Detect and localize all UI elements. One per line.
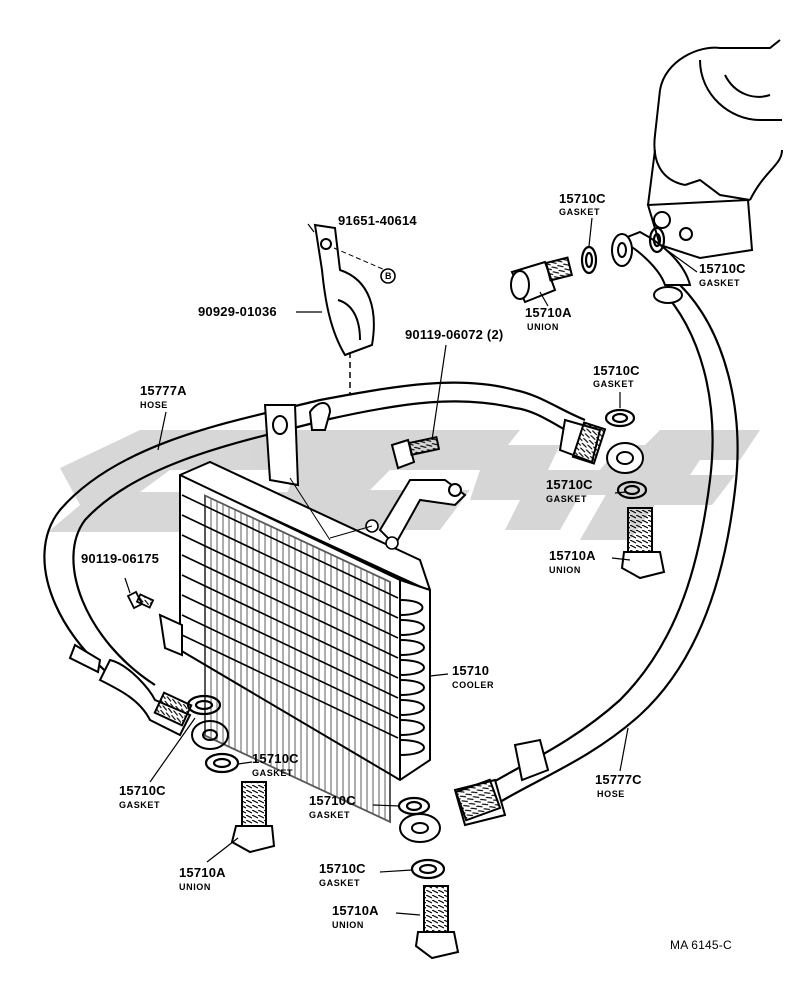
label-15777a: 15777A xyxy=(140,383,187,398)
bolt-90119-06072 xyxy=(390,436,441,470)
cooler-bracket xyxy=(263,402,467,547)
union-top xyxy=(510,256,574,304)
label-gasket-left1-sub: GASKET xyxy=(119,800,161,810)
hose-clip xyxy=(313,223,375,357)
label-gasket-right1: 15710C xyxy=(593,363,640,378)
label-gasket-left2-sub: GASKET xyxy=(252,768,294,778)
label-90119-06175: 90119-06175 xyxy=(81,551,160,566)
label-union-top: 15710A xyxy=(525,305,572,320)
engine-block xyxy=(646,39,783,260)
label-15777c: 15777C xyxy=(595,772,642,787)
label-gasket-right1-sub: GASKET xyxy=(593,379,635,389)
label-15777a-sub: HOSE xyxy=(140,400,168,410)
label-union-bot: 15710A xyxy=(332,903,379,918)
label-union-right: 15710A xyxy=(549,548,596,563)
diagram-code: MA 6145-C xyxy=(670,938,732,952)
oil-cooler-body xyxy=(158,460,431,824)
circle-b xyxy=(380,268,396,284)
label-gasket-right2-sub: GASKET xyxy=(546,494,588,504)
leader-lines xyxy=(124,217,698,916)
label-gasket-top-sub: GASKET xyxy=(559,207,601,217)
union-right xyxy=(620,507,666,580)
hose-c-top-fitting xyxy=(611,230,692,304)
label-gasket-right2: 15710C xyxy=(546,477,593,492)
hose-15777c xyxy=(479,284,739,806)
label-gasket-bot2-sub: GASKET xyxy=(319,878,361,888)
label-90119-06072: 90119-06072 (2) xyxy=(405,327,504,342)
label-gasket-top: 15710C xyxy=(559,191,606,206)
label-union-left-sub: UNION xyxy=(179,882,211,892)
label-15777c-sub: HOSE xyxy=(597,789,625,799)
label-union-bot-sub: UNION xyxy=(332,920,364,930)
label-15710-cooler-sub: COOLER xyxy=(452,680,495,690)
label-union-right-sub: UNION xyxy=(549,565,581,575)
union-bottom xyxy=(414,885,460,960)
label-gasket-bot1: 15710C xyxy=(309,793,356,808)
hose-a-right-fitting xyxy=(558,418,644,474)
label-gasket-topright-sub: GASKET xyxy=(699,278,741,288)
union-left xyxy=(230,781,276,854)
label-gasket-bot1-sub: GASKET xyxy=(309,810,351,820)
label-91651-40614: 91651-40614 xyxy=(338,213,417,228)
label-gasket-bot2: 15710C xyxy=(319,861,366,876)
hose-c-bottom-fitting xyxy=(399,738,550,843)
label-gasket-left1: 15710C xyxy=(119,783,166,798)
label-gasket-left2: 15710C xyxy=(252,751,299,766)
label-union-top-sub: UNION xyxy=(527,322,559,332)
bolt-90119-06175 xyxy=(126,590,155,610)
label-90929-01036: 90929-01036 xyxy=(198,304,277,319)
label-gasket-topright: 15710C xyxy=(699,261,746,276)
label-15710-cooler: 15710 xyxy=(452,663,490,678)
label-circle-b: B xyxy=(385,271,393,281)
label-union-left: 15710A xyxy=(179,865,226,880)
